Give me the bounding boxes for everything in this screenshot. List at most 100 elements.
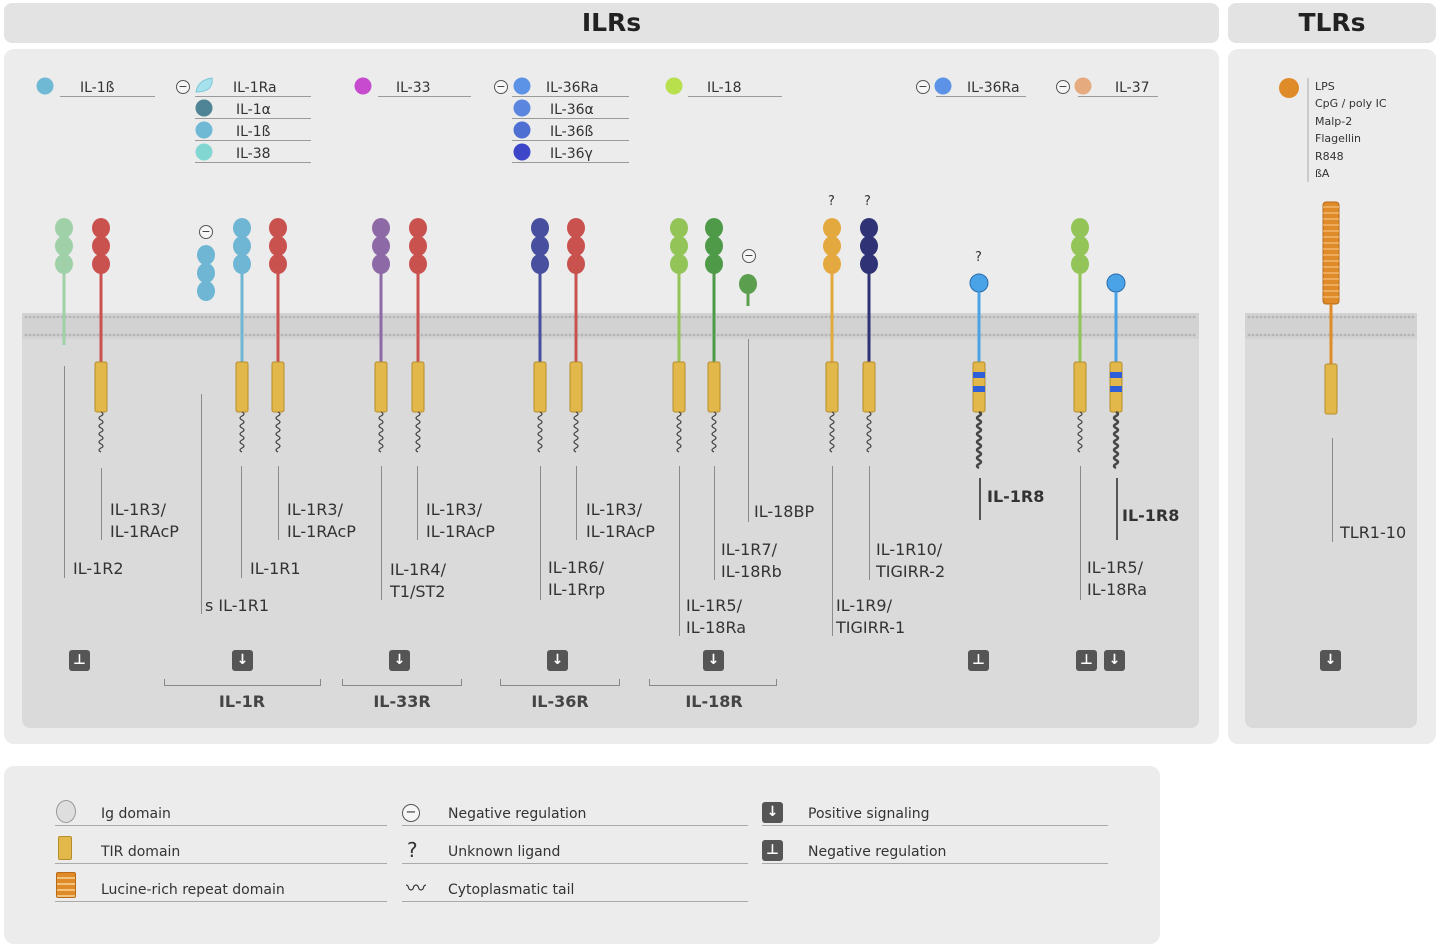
leader-line bbox=[1080, 466, 1081, 600]
membrane-lipid bbox=[264, 333, 268, 337]
membrane-lipid bbox=[1295, 315, 1299, 319]
membrane-lipid bbox=[824, 333, 828, 337]
membrane-lipid bbox=[344, 315, 348, 319]
membrane-lipid bbox=[736, 315, 740, 319]
membrane-lipid bbox=[1128, 315, 1132, 319]
membrane-lipid bbox=[1144, 333, 1148, 337]
membrane-lipid bbox=[80, 333, 84, 337]
membrane-lipid bbox=[880, 315, 884, 319]
legend-neg-label: Negative regulation bbox=[448, 806, 587, 822]
ig-domain bbox=[567, 254, 585, 274]
membrane-lipid bbox=[940, 333, 944, 337]
tir-domain bbox=[1324, 363, 1338, 415]
membrane-lipid bbox=[28, 315, 32, 319]
ig-domain bbox=[823, 254, 841, 274]
membrane-lipid bbox=[960, 333, 964, 337]
membrane-lipid bbox=[864, 315, 868, 319]
membrane-lipid bbox=[936, 333, 940, 337]
membrane-lipid bbox=[1052, 333, 1056, 337]
membrane-lipid bbox=[1160, 315, 1164, 319]
membrane-lipid bbox=[1036, 315, 1040, 319]
membrane-lipid bbox=[528, 333, 532, 337]
ig-domain bbox=[1071, 236, 1089, 256]
membrane-lipid bbox=[1048, 315, 1052, 319]
cytoplasmic-tail bbox=[676, 411, 682, 453]
label-il1r5-b: IL-1R5/ IL-18Ra bbox=[1087, 558, 1148, 599]
membrane-lipid bbox=[200, 333, 204, 337]
membrane-lipid bbox=[300, 333, 304, 337]
membrane-lipid bbox=[164, 315, 168, 319]
membrane-lipid bbox=[696, 333, 700, 337]
membrane-lipid bbox=[592, 315, 596, 319]
leader-line bbox=[1332, 438, 1333, 542]
membrane-lipid bbox=[924, 315, 928, 319]
membrane-lipid bbox=[1347, 315, 1351, 319]
membrane-lipid bbox=[600, 315, 604, 319]
legend-divider bbox=[402, 825, 748, 826]
membrane-lipid bbox=[256, 315, 260, 319]
positive-signaling-icon: ↓ bbox=[703, 650, 724, 671]
membrane-lipid bbox=[664, 333, 668, 337]
membrane-lipid bbox=[1176, 315, 1180, 319]
membrane-lipid bbox=[648, 315, 652, 319]
membrane-lipid bbox=[656, 315, 660, 319]
membrane-lipid bbox=[872, 315, 876, 319]
ligand-dot bbox=[665, 77, 683, 95]
membrane-lipid bbox=[796, 333, 800, 337]
membrane-lipid bbox=[1391, 315, 1395, 319]
ig-domain bbox=[567, 218, 585, 238]
membrane-lipid bbox=[740, 315, 744, 319]
tir-domain bbox=[862, 361, 876, 413]
membrane-lipid bbox=[508, 315, 512, 319]
membrane-lipid bbox=[1399, 333, 1403, 337]
membrane-lipid bbox=[192, 315, 196, 319]
membrane-lipid bbox=[208, 333, 212, 337]
ligand-dot bbox=[195, 99, 213, 117]
membrane-lipid bbox=[272, 333, 276, 337]
membrane-lipid bbox=[1343, 315, 1347, 319]
cytoplasmic-tail bbox=[1077, 411, 1083, 453]
membrane-lipid bbox=[484, 315, 488, 319]
membrane-lipid bbox=[1291, 333, 1295, 337]
membrane-lipid bbox=[1056, 315, 1060, 319]
membrane-lipid bbox=[808, 333, 812, 337]
membrane-lipid bbox=[632, 333, 636, 337]
membrane-lipid bbox=[1024, 315, 1028, 319]
ig-domain bbox=[409, 254, 427, 274]
membrane-lipid bbox=[156, 315, 160, 319]
membrane-lipid bbox=[1403, 315, 1407, 319]
membrane-lipid bbox=[1148, 333, 1152, 337]
membrane-lipid bbox=[1132, 315, 1136, 319]
membrane-lipid bbox=[268, 333, 272, 337]
membrane-lipid bbox=[480, 315, 484, 319]
membrane-lipid bbox=[836, 315, 840, 319]
membrane-lipid bbox=[1132, 333, 1136, 337]
membrane-lipid bbox=[228, 315, 232, 319]
membrane-lipid bbox=[128, 315, 132, 319]
membrane-lipid bbox=[24, 333, 28, 337]
membrane-lipid bbox=[1379, 315, 1383, 319]
ligand-underline bbox=[512, 162, 629, 163]
membrane-lipid bbox=[1184, 333, 1188, 337]
membrane-lipid bbox=[1251, 315, 1255, 319]
membrane-lipid bbox=[132, 315, 136, 319]
membrane-lipid bbox=[232, 333, 236, 337]
membrane-lipid bbox=[356, 333, 360, 337]
membrane-lipid bbox=[624, 333, 628, 337]
leader-line bbox=[381, 466, 382, 600]
membrane-lipid bbox=[192, 333, 196, 337]
membrane-lipid bbox=[88, 333, 92, 337]
membrane-lipid bbox=[556, 315, 560, 319]
ligand-underline bbox=[195, 118, 311, 119]
membrane-lipid bbox=[1315, 333, 1319, 337]
leader-line bbox=[679, 466, 680, 636]
membrane-lipid bbox=[1319, 333, 1323, 337]
group-bracket bbox=[164, 679, 321, 686]
membrane-lipid bbox=[912, 333, 916, 337]
membrane-lipid bbox=[140, 333, 144, 337]
tir-band bbox=[973, 372, 985, 378]
membrane-lipid bbox=[700, 315, 704, 319]
membrane-lipid bbox=[848, 315, 852, 319]
membrane-lipid bbox=[908, 333, 912, 337]
cytoplasmic-tail bbox=[829, 411, 835, 453]
